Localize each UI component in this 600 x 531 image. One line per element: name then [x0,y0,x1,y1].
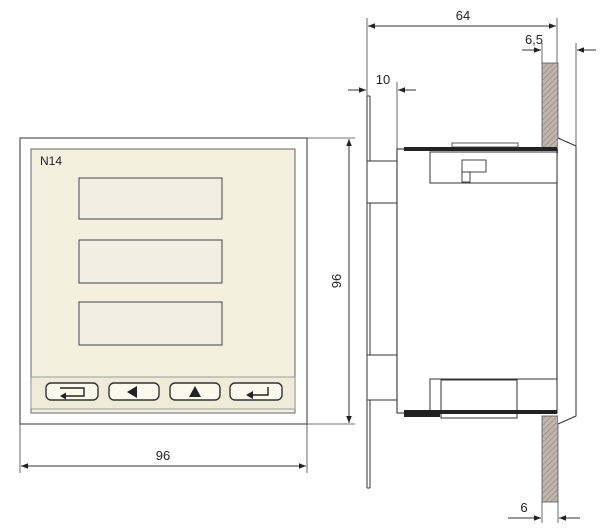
front-height-label: 96 [329,274,344,288]
top-component [429,151,558,184]
depth-dimension: 64 [366,8,558,96]
display-window-3 [78,301,223,346]
front-width-dimension: 96 [19,424,308,473]
display-window-2 [78,239,223,284]
front-height-dimension: 96 [307,137,355,425]
left-arrow-icon [127,386,137,398]
panel-dimension: 6 [508,500,580,523]
mounting-panel-top [541,62,559,154]
model-label: N14 [40,154,62,168]
up-button [169,382,221,401]
bottom-clip [366,354,398,401]
return-button [45,382,99,401]
left-button [108,382,160,401]
top-clip [366,160,398,204]
mounting-panel-bottom [541,415,559,503]
panel-label: 6 [520,500,527,515]
up-arrow-icon [189,386,201,397]
flange-dimension: 6,5 [522,32,596,146]
rear-flange [557,137,577,425]
enter-icon [246,387,269,399]
housing-body [396,148,558,414]
side-view: 64 10 6,5 6 [348,8,596,523]
return-icon [60,387,85,400]
enter-button [229,382,283,401]
front-view: N14 [19,137,355,473]
flange-label: 6,5 [525,32,543,47]
front-width-label: 96 [156,448,170,463]
display-window-1 [78,177,223,220]
depth-label: 64 [456,8,470,23]
bezel-dimension: 10 [348,72,416,149]
bezel-label: 10 [376,72,390,87]
